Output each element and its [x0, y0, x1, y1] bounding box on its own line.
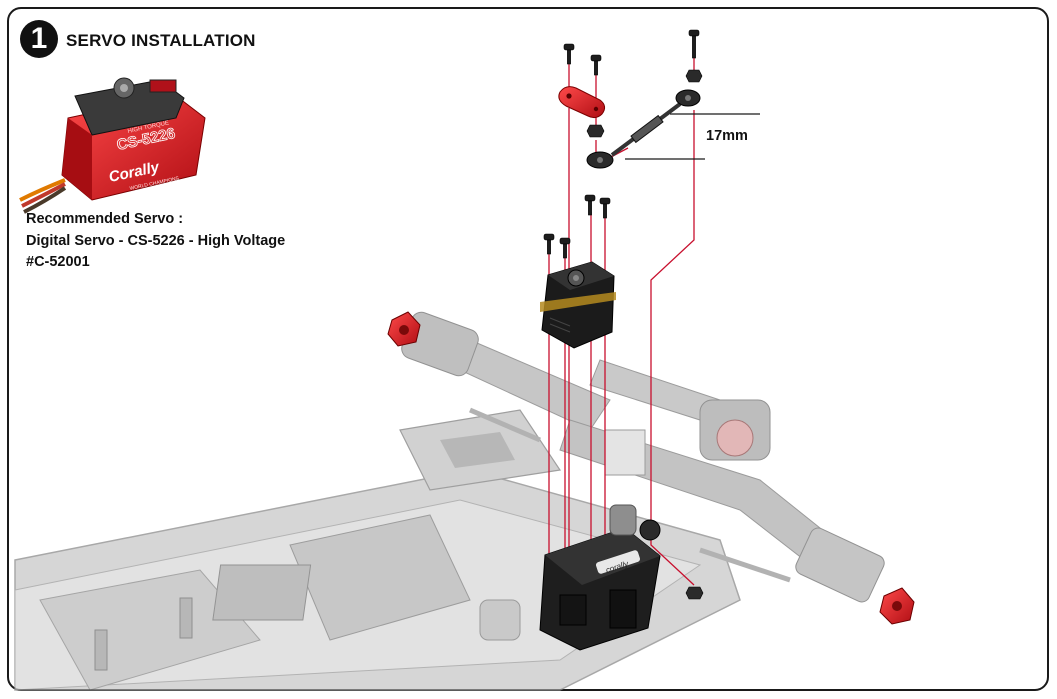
wheel-nut-left	[387, 311, 421, 347]
step-number-badge: 1	[20, 20, 58, 58]
recommended-servo-heading: Recommended Servo :	[26, 211, 184, 227]
wheel-nut-right	[879, 587, 915, 625]
servo-product-image	[19, 77, 206, 214]
screw-group	[543, 29, 700, 259]
step-title: SERVO INSTALLATION	[66, 31, 256, 50]
servo-mount	[539, 504, 661, 651]
servo-unit	[540, 261, 616, 349]
dimension-17mm-lines	[625, 113, 760, 160]
dimension-label: 17mm	[706, 128, 748, 144]
chassis-ghost	[14, 311, 885, 691]
steering-link	[586, 89, 701, 169]
servo-horn	[558, 86, 606, 119]
recommended-servo-block: Recommended Servo : Digital Servo - CS-5…	[26, 209, 285, 274]
recommended-servo-name: Digital Servo - CS-5226 - High Voltage	[26, 232, 286, 249]
recommended-servo-part-number: #C-52001	[26, 254, 90, 270]
nut-group	[586, 69, 704, 600]
